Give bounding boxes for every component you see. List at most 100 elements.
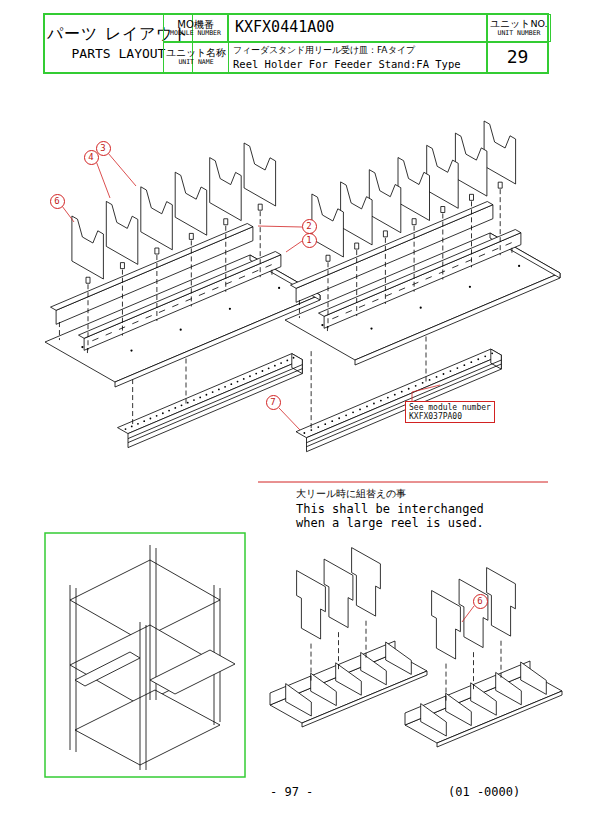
divider-plate — [106, 201, 138, 264]
part-stroke — [366, 621, 367, 661]
bar-hole — [181, 404, 183, 406]
label-text: MODULE NUMBER — [170, 30, 221, 37]
bar-hole — [237, 381, 239, 383]
bar-hole — [470, 361, 472, 363]
large-reel-divider — [352, 548, 381, 617]
screw — [224, 219, 228, 225]
part-stroke — [79, 252, 281, 339]
screw — [258, 204, 262, 210]
callout-number: 2 — [306, 221, 311, 231]
header-cell: パーツ レイアウトPARTS LAYOUT — [44, 14, 193, 73]
divider-plate — [398, 158, 430, 221]
part-stroke — [466, 260, 472, 263]
part-stroke — [442, 214, 443, 280]
part-stroke — [372, 299, 378, 302]
tray-plate — [285, 233, 560, 360]
bar-hole — [401, 391, 403, 393]
divider-plate — [521, 662, 547, 694]
divider-plate — [455, 133, 487, 196]
bar-hole — [408, 388, 410, 390]
callout-number: 6 — [54, 196, 59, 206]
plate-hole — [321, 324, 323, 326]
note-rule — [258, 482, 548, 483]
reference-box: See module numberKXFX037PA00 — [405, 401, 495, 423]
bar-hole — [268, 367, 270, 369]
bar-hole — [168, 410, 170, 412]
bar-hole — [199, 396, 201, 398]
bar-hole — [206, 394, 208, 396]
part-stroke — [199, 293, 205, 296]
revision-code: (01 -0000) — [448, 785, 520, 799]
part-stroke — [266, 265, 272, 268]
divider-plate — [72, 216, 104, 279]
bar-hole — [174, 407, 176, 409]
label-text: フィーダスタンド用リール受け皿：FAタイプ — [229, 45, 415, 55]
tray-plate — [45, 255, 320, 382]
part-stroke — [501, 641, 502, 681]
label-text: KXFX037PA00 — [409, 412, 491, 421]
part-stroke — [439, 271, 445, 274]
bar-hole — [218, 389, 220, 391]
part-stroke — [412, 282, 418, 285]
part-stroke — [252, 270, 258, 273]
part-stroke — [128, 369, 302, 443]
screw — [498, 182, 502, 188]
callout-number: 1 — [302, 233, 317, 248]
divider-plate — [446, 693, 472, 725]
divider-plate — [312, 194, 344, 257]
divider-plate — [286, 684, 312, 716]
callout-number: 7 — [266, 395, 281, 410]
bar-hole — [477, 358, 479, 360]
callout-number: 7 — [270, 397, 275, 407]
label-text: UNIT NAME — [178, 59, 213, 66]
divider-plate — [484, 121, 515, 184]
plate-hole — [518, 265, 520, 267]
bar-hole — [331, 420, 333, 422]
extrusion-bar — [296, 349, 501, 438]
screw — [412, 219, 416, 225]
bar-hole — [366, 406, 368, 408]
part-stroke — [506, 243, 512, 246]
note-text: This shall be interchanged when a large … — [296, 502, 496, 530]
part-stroke — [88, 284, 89, 350]
bar-hole — [422, 382, 424, 384]
bar-hole — [286, 360, 288, 362]
callout-number: 1 — [306, 235, 311, 245]
part-stroke — [346, 311, 352, 314]
screw — [189, 233, 193, 239]
divider-plate — [361, 652, 387, 684]
channel-rail — [84, 255, 281, 351]
note-text: 大リール時に組替えの事 — [296, 488, 406, 501]
header-cell: MO機番MODULE NUMBER — [163, 14, 228, 42]
bar-hole — [230, 383, 232, 385]
plate-hole — [420, 307, 422, 309]
bar-hole — [212, 391, 214, 393]
part-stroke — [471, 201, 472, 267]
plate-hole — [278, 287, 280, 289]
large-reel-divider — [432, 591, 461, 660]
header-cell: 29 — [487, 42, 548, 73]
part-stroke — [146, 316, 152, 319]
part-stroke — [132, 321, 138, 324]
part-stroke — [386, 294, 392, 297]
bar-hole — [491, 352, 493, 354]
label-text: ユニットNO. — [490, 19, 547, 30]
divider-plate — [386, 642, 412, 674]
plate-hole — [370, 328, 372, 330]
inset-frame — [45, 533, 245, 777]
header-cell: フィーダスタンド用リール受け皿：FAタイプReel Holder For Fee… — [228, 42, 487, 73]
part-stroke — [332, 316, 338, 319]
part-stroke — [311, 644, 312, 684]
part-stroke — [186, 299, 192, 302]
part-stroke — [119, 327, 125, 330]
part-stroke — [260, 211, 261, 277]
part-stroke — [446, 664, 447, 704]
bar-hole — [456, 367, 458, 369]
channel-rail — [324, 233, 521, 329]
bar-hole — [317, 426, 319, 428]
bar-hole — [255, 373, 257, 375]
bar-hole — [150, 418, 152, 420]
callout-number: 3 — [96, 141, 111, 156]
leader-lines — [62, 153, 474, 622]
